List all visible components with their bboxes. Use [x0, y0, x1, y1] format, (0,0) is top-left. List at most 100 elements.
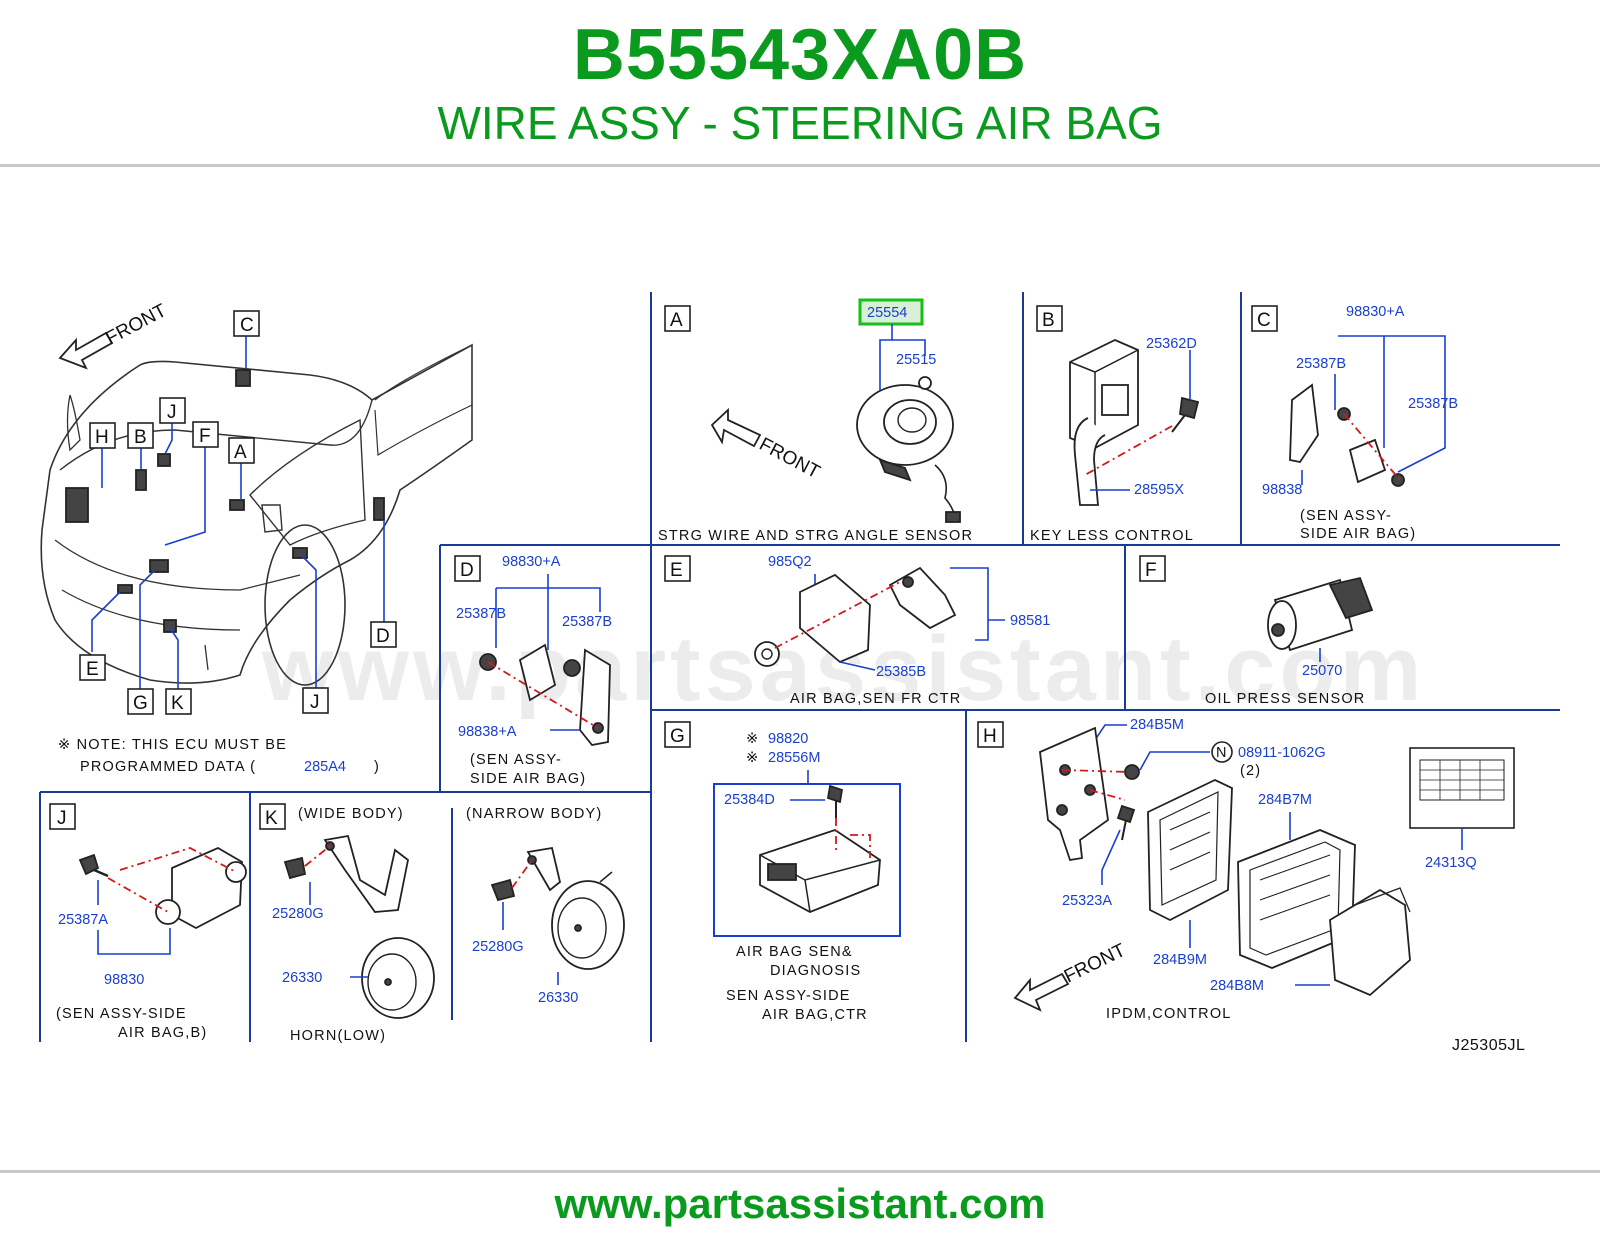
caption-d-line1: (SEN ASSY- [470, 752, 562, 768]
caption-j-line1: (SEN ASSY-SIDE [56, 1006, 187, 1022]
section-d: D 98830+A 25387B 25387B 98838+A (SEN ASS… [454, 554, 612, 787]
part-26330-wide[interactable]: 26330 [282, 970, 322, 986]
front-arrow-h-icon [1013, 972, 1070, 1012]
front-arrow-a-icon [710, 407, 762, 448]
part-284b5m[interactable]: 284B5M [1130, 717, 1184, 733]
part-284b9m[interactable]: 284B9M [1153, 952, 1207, 968]
callout-c[interactable]: C [233, 310, 260, 337]
callout-h[interactable]: H [89, 422, 116, 449]
section-b-letter: B [1036, 305, 1063, 332]
callout-b[interactable]: B [127, 422, 154, 449]
callout-e[interactable]: E [79, 654, 106, 681]
part-25070[interactable]: 25070 [1302, 663, 1342, 679]
callout-g[interactable]: G [127, 688, 154, 715]
bolt-j-icon [78, 853, 109, 878]
bolt-h-icon [1116, 804, 1136, 841]
part-98820[interactable]: 98820 [768, 731, 808, 747]
part-98830a-c[interactable]: 98830+A [1346, 304, 1405, 320]
svg-text:N: N [1216, 745, 1228, 761]
part-25515[interactable]: 25515 [896, 352, 936, 368]
horn-narrow-icon [490, 846, 625, 970]
caption-k: HORN(LOW) [290, 1028, 386, 1044]
ecu-note-part[interactable]: 285A4 [304, 759, 346, 775]
part-25387a[interactable]: 25387A [58, 912, 108, 928]
section-h-letter: H [977, 721, 1004, 748]
callout-k[interactable]: K [165, 688, 192, 715]
side-sensor-c-icon [1289, 383, 1405, 487]
callout-j-top[interactable]: J [159, 397, 186, 424]
part-25387b-d-right[interactable]: 25387B [562, 614, 612, 630]
section-e-letter: E [664, 555, 691, 582]
callout-a[interactable]: A [228, 437, 255, 464]
part-25280g-wide[interactable]: 25280G [272, 906, 324, 922]
svg-text:H: H [95, 427, 109, 448]
part-25554[interactable]: 25554 [867, 305, 907, 321]
part-25387b-c-right[interactable]: 25387B [1408, 396, 1458, 412]
part-284b7m[interactable]: 284B7M [1258, 792, 1312, 808]
caption-g-line2: DIAGNOSIS [770, 963, 861, 979]
front-sensor-e-icon [754, 566, 957, 667]
callout-f[interactable]: F [192, 421, 219, 448]
ipdm-location-icon [65, 487, 89, 523]
callout-d[interactable]: D [370, 621, 397, 648]
caption-a: STRG WIRE AND STRG ANGLE SENSOR [658, 528, 973, 544]
svg-text:D: D [376, 626, 390, 647]
part-25387b-c-left[interactable]: 25387B [1296, 356, 1346, 372]
keyless-location-icon [135, 469, 147, 491]
svg-text:K: K [265, 808, 278, 829]
caption-b: KEY LESS CONTROL [1030, 528, 1194, 544]
note-mark-2: ※ [746, 750, 759, 766]
section-j-letter: J [49, 803, 76, 830]
part-28556m[interactable]: 28556M [768, 750, 820, 766]
caption-e: AIR BAG,SEN FR CTR [790, 691, 961, 707]
part-98838a-d[interactable]: 98838+A [458, 724, 517, 740]
part-25280g-narrow[interactable]: 25280G [472, 939, 524, 955]
section-h: H 284B5M N 08911-1062G (2) 25323A 284B9M… [977, 717, 1515, 1022]
section-f: F 25070 OIL PRESS SENSOR [1139, 555, 1374, 707]
part-26330-narrow[interactable]: 26330 [538, 990, 578, 1006]
part-25323a[interactable]: 25323A [1062, 893, 1112, 909]
part-25384d[interactable]: 25384D [724, 792, 775, 808]
section-d-letter: D [454, 555, 481, 582]
ipdm-bracket-icon [1039, 726, 1109, 862]
part-98830a-d[interactable]: 98830+A [502, 554, 561, 570]
caption-g-line3: SEN ASSY-SIDE [726, 988, 851, 1004]
svg-text:J: J [57, 808, 67, 829]
section-grid [39, 292, 1560, 1042]
part-25387b-d-left[interactable]: 25387B [456, 606, 506, 622]
front-label-a: FRONT [756, 434, 824, 483]
highlight-part-box[interactable]: 25554 [858, 298, 924, 326]
side-sensor-j-icon [155, 846, 247, 930]
front-label: FRONT [102, 300, 170, 349]
caption-g-line4: AIR BAG,CTR [762, 1007, 868, 1023]
part-08911-1062g[interactable]: 08911-1062G [1238, 745, 1326, 761]
section-b: B 25362D 28595X KEY LESS CONTROL [1030, 305, 1200, 544]
ecu-note-line2: PROGRAMMED DATA ( [80, 759, 256, 775]
svg-text:B: B [1042, 310, 1055, 331]
ipdm-cover-icon [1329, 887, 1411, 997]
section-k: K (WIDE BODY) (NARROW BODY) 25280G 26330 [259, 803, 625, 1044]
note-mark-1: ※ [746, 731, 759, 747]
section-g-letter: G [664, 721, 691, 748]
label-sticker-icon [1409, 747, 1515, 829]
svg-text:J: J [310, 692, 320, 713]
section-k-letter: K [259, 803, 286, 830]
part-25385b[interactable]: 25385B [876, 664, 926, 680]
section-g: G ※ 98820 ※ 28556M 25384D AIR BAG SEN& D… [664, 721, 901, 1023]
part-28595x[interactable]: 28595X [1134, 482, 1184, 498]
part-number-title: B55543XA0B [572, 15, 1028, 95]
part-25362d[interactable]: 25362D [1146, 336, 1197, 352]
part-98838-c[interactable]: 98838 [1262, 482, 1302, 498]
part-284b8m[interactable]: 284B8M [1210, 978, 1264, 994]
part-24313q[interactable]: 24313Q [1425, 855, 1477, 871]
airbag-ecu-frame [713, 783, 901, 937]
part-985q2[interactable]: 985Q2 [768, 554, 812, 570]
section-c-letter: C [1251, 305, 1278, 332]
svg-text:E: E [670, 560, 683, 581]
footer-url[interactable]: www.partsassistant.com [554, 1180, 1046, 1227]
part-98830-j[interactable]: 98830 [104, 972, 144, 988]
callout-j-bottom[interactable]: J [302, 687, 329, 714]
part-98581[interactable]: 98581 [1010, 613, 1050, 629]
footer-divider [0, 1170, 1600, 1173]
